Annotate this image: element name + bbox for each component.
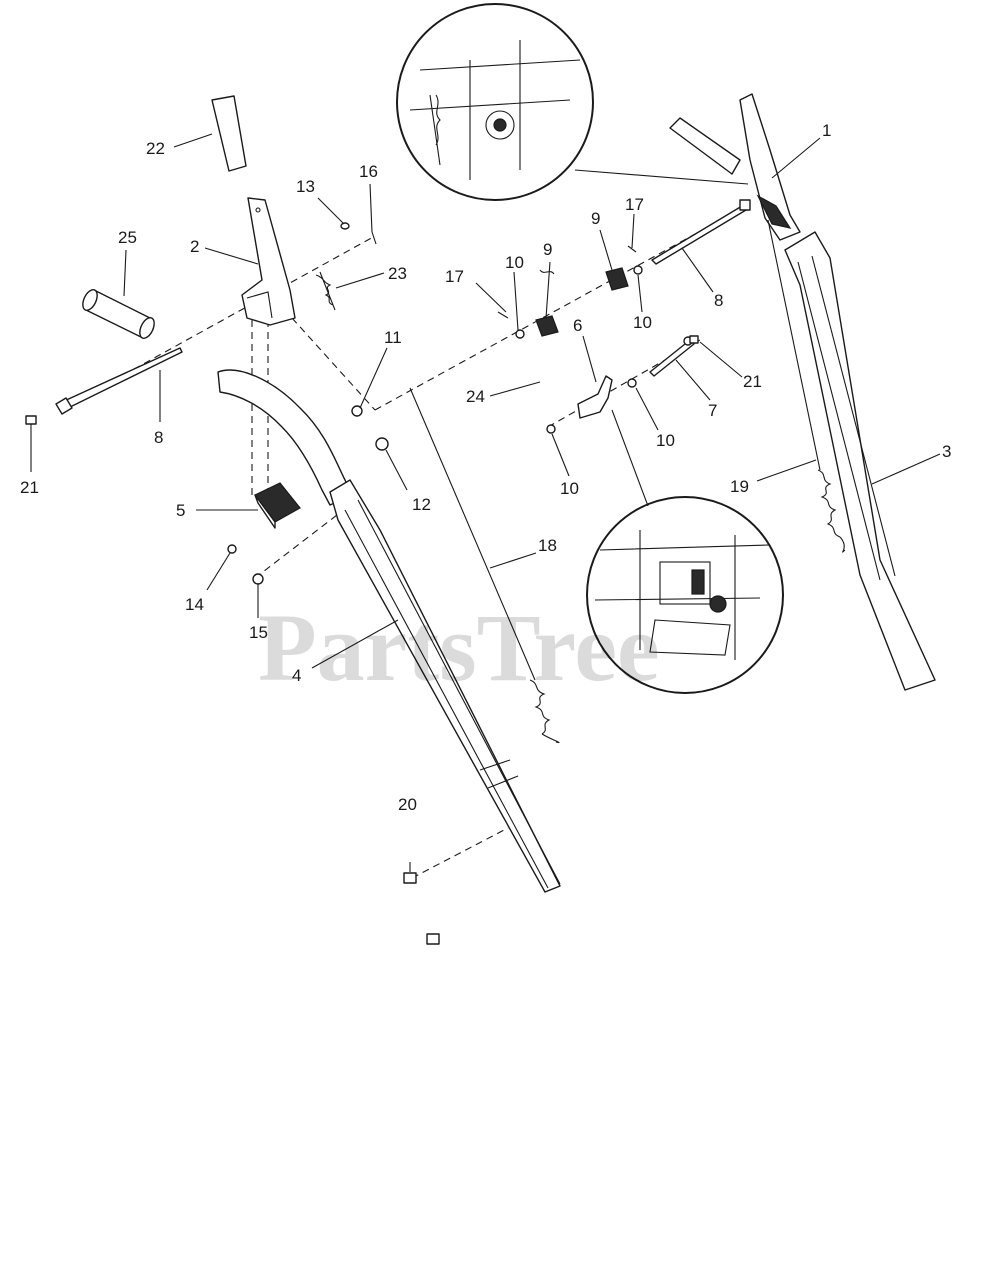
- callout-18: 18: [538, 536, 557, 555]
- part-22-grip: [211, 95, 247, 172]
- callout-13: 13: [296, 177, 315, 196]
- callout-17-left: 17: [445, 267, 464, 286]
- callout-8-left: 8: [154, 428, 163, 447]
- part-3-right-frame: [784, 231, 936, 691]
- callout-16: 16: [359, 162, 378, 181]
- part-21-bolt-left: [25, 415, 37, 430]
- part-8-rod-right: [651, 199, 751, 265]
- center-hardware: [497, 245, 699, 434]
- callout-11: 11: [384, 328, 402, 347]
- part-18-cable: [409, 387, 560, 744]
- callout-10-c: 10: [656, 431, 675, 450]
- callout-3: 3: [942, 442, 951, 461]
- parts-14-15-nuts: [227, 544, 264, 585]
- part-1-right-handle: [669, 93, 801, 241]
- callout-4: 4: [292, 666, 301, 685]
- callout-24: 24: [466, 387, 485, 406]
- callout-10-d: 10: [560, 479, 579, 498]
- parts-11-12-knobs: [351, 405, 389, 451]
- part-4-handle-frame: [217, 369, 561, 893]
- callout-25: 25: [118, 228, 137, 247]
- callout-14: 14: [185, 595, 204, 614]
- callout-12: 12: [412, 495, 431, 514]
- callout-7: 7: [708, 401, 717, 420]
- callout-10-b: 10: [633, 313, 652, 332]
- part-5-bracket: [254, 482, 301, 529]
- part-19-spring: [767, 219, 846, 553]
- part-2-upper-handle: [241, 197, 296, 326]
- callout-22: 22: [146, 139, 165, 158]
- callout-15: 15: [249, 623, 268, 642]
- callout-6: 6: [573, 316, 582, 335]
- callout-20: 20: [398, 795, 417, 814]
- leader-lines: [30, 133, 941, 872]
- part-8-rod-left: [55, 347, 183, 415]
- callout-8-right: 8: [714, 291, 723, 310]
- callout-9-a: 9: [543, 240, 552, 259]
- part-25-grip-tube: [82, 289, 155, 339]
- callout-10-a: 10: [505, 253, 524, 272]
- callout-9-b: 9: [591, 209, 600, 228]
- callout-1: 1: [822, 121, 831, 140]
- callout-21-right: 21: [743, 372, 762, 391]
- parts-small-hardware-top: [315, 222, 377, 311]
- callout-23: 23: [388, 264, 407, 283]
- watermark: PartsTree: [258, 594, 660, 701]
- part-20-bolts: [403, 872, 440, 945]
- detail-inset-bottom: [586, 409, 784, 694]
- detail-inset-top: [396, 3, 749, 201]
- callout-19: 19: [730, 477, 749, 496]
- callout-21-left: 21: [20, 478, 39, 497]
- callout-2: 2: [190, 237, 199, 256]
- callout-5: 5: [176, 501, 185, 520]
- callout-17-right: 17: [625, 195, 644, 214]
- callouts: 22 25 2 13 16 23 8 21 11 12 5 14 15 4 18…: [20, 121, 951, 814]
